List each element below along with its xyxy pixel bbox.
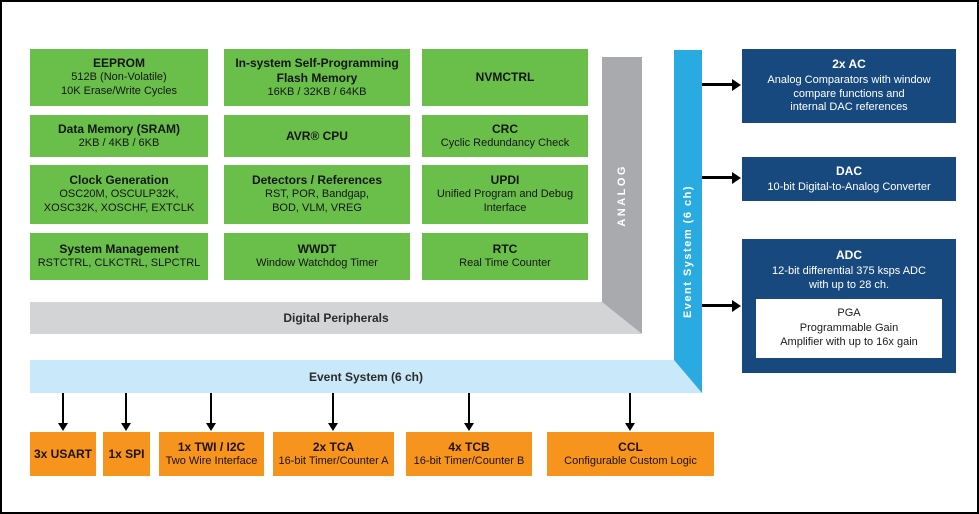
- block-body: Window Watchdog Timer: [256, 257, 378, 270]
- block-title: Clock Generation: [69, 173, 169, 188]
- block-body: Real Time Counter: [459, 257, 551, 270]
- block-body: Cyclic Redundancy Check: [440, 136, 570, 149]
- block-title: System Management: [59, 242, 179, 257]
- digital-peripherals-bar: Digital Peripherals: [30, 302, 642, 334]
- block-avr-cpu: AVR® CPU: [224, 115, 410, 157]
- block-body: 12-bit differential 375 ksps ADC with up…: [772, 265, 926, 291]
- block-tcb: 4x TCB 16-bit Timer/Counter B: [406, 432, 532, 476]
- block-title: 3x USART: [34, 446, 93, 461]
- arrow-down-icon: [468, 393, 470, 423]
- block-title: DAC: [836, 163, 862, 178]
- block-title: CRC: [492, 121, 518, 136]
- block-title: ADC: [836, 248, 862, 262]
- block-body: 10-bit Digital-to-Analog Converter: [767, 180, 931, 193]
- block-title: WWDT: [297, 242, 337, 257]
- block-body: OSC20M, OSCULP32K, XOSC32K, XOSCHF, EXTC…: [43, 188, 195, 214]
- block-usart: 3x USART: [30, 432, 96, 476]
- block-title: 2x TCA: [312, 439, 355, 454]
- block-sram: Data Memory (SRAM) 2KB / 4KB / 6KB: [30, 115, 208, 157]
- block-title: Detectors / References: [251, 173, 383, 188]
- block-title: In-system Self-Programming Flash Memory: [235, 55, 399, 85]
- block-body: 16-bit Timer/Counter B: [413, 454, 525, 467]
- digital-peripherals-label: Digital Peripherals: [283, 311, 389, 325]
- event-system-vertical-label: Event System (6 ch): [682, 184, 694, 319]
- arrow-down-icon: [629, 393, 631, 423]
- arrow-right-icon: [702, 176, 732, 179]
- block-body: 512B (Non-Volatile) 10K Erase/Write Cycl…: [61, 71, 177, 97]
- arrow-down-icon: [62, 393, 64, 423]
- block-title: NVMCTRL: [475, 70, 535, 84]
- pga-body: Programmable Gain Amplifier with up to 1…: [780, 322, 918, 348]
- block-dac: DAC 10-bit Digital-to-Analog Converter: [742, 157, 956, 201]
- block-wwdt: WWDT Window Watchdog Timer: [224, 233, 410, 280]
- block-ac: 2x AC Analog Comparators with window com…: [742, 49, 956, 123]
- block-crc: CRC Cyclic Redundancy Check: [422, 115, 588, 157]
- event-system-vertical-bar: Event System (6 ch): [674, 50, 702, 393]
- block-adc: ADC 12-bit differential 375 ksps ADC wit…: [742, 239, 956, 373]
- block-title: Data Memory (SRAM): [57, 121, 180, 136]
- block-title: CCL: [618, 439, 643, 454]
- pga-title: PGA: [837, 306, 861, 319]
- block-clock-generation: Clock Generation OSC20M, OSCULP32K, XOSC…: [30, 165, 208, 224]
- block-tca: 2x TCA 16-bit Timer/Counter A: [273, 432, 394, 476]
- pga-box: PGA Programmable Gain Amplifier with up …: [756, 298, 942, 358]
- block-flash-memory: In-system Self-Programming Flash Memory …: [224, 49, 410, 106]
- block-nvmctrl: NVMCTRL: [422, 49, 588, 106]
- arrow-right-icon: [702, 83, 732, 86]
- block-body: RSTCTRL, CLKCTRL, SLPCTRL: [37, 257, 201, 270]
- block-system-management: System Management RSTCTRL, CLKCTRL, SLPC…: [30, 233, 208, 280]
- block-ccl: CCL Configurable Custom Logic: [547, 432, 714, 476]
- block-title: 2x AC: [832, 56, 866, 71]
- block-title: AVR® CPU: [286, 128, 348, 143]
- event-system-horizontal-bar: Event System (6 ch): [30, 360, 702, 393]
- block-title: RTC: [492, 242, 518, 257]
- block-body: Configurable Custom Logic: [564, 454, 697, 467]
- block-body: 16KB / 32KB / 64KB: [267, 85, 367, 98]
- block-title: 4x TCB: [448, 439, 490, 454]
- block-detectors-references: Detectors / References RST, POR, Bandgap…: [224, 165, 410, 224]
- arrow-down-icon: [125, 393, 127, 423]
- block-rtc: RTC Real Time Counter: [422, 233, 588, 280]
- arrow-right-icon: [702, 304, 732, 307]
- block-body: Unified Program and Debug Interface: [436, 188, 574, 214]
- arrow-down-icon: [210, 393, 212, 423]
- block-eeprom: EEPROM 512B (Non-Volatile) 10K Erase/Wri…: [30, 49, 208, 106]
- block-body: 16-bit Timer/Counter A: [278, 454, 389, 467]
- block-updi: UPDI Unified Program and Debug Interface: [422, 165, 588, 224]
- event-system-horizontal-label: Event System (6 ch): [308, 369, 424, 384]
- block-title: 1x TWI / I2C: [177, 439, 246, 454]
- arrow-down-icon: [332, 393, 334, 423]
- block-body: Two Wire Interface: [165, 454, 258, 467]
- block-twi: 1x TWI / I2C Two Wire Interface: [159, 432, 264, 476]
- block-body: Analog Comparators with window compare f…: [767, 73, 931, 114]
- block-title: EEPROM: [92, 56, 145, 71]
- block-title: 1x SPI: [108, 446, 145, 461]
- analog-bar: ANALOG: [602, 57, 642, 334]
- block-spi: 1x SPI: [103, 432, 150, 476]
- block-title: UPDI: [490, 173, 520, 188]
- block-body: 2KB / 4KB / 6KB: [78, 136, 160, 149]
- analog-label: ANALOG: [616, 164, 628, 227]
- block-body: RST, POR, Bandgap, BOD, VLM, VREG: [265, 188, 369, 214]
